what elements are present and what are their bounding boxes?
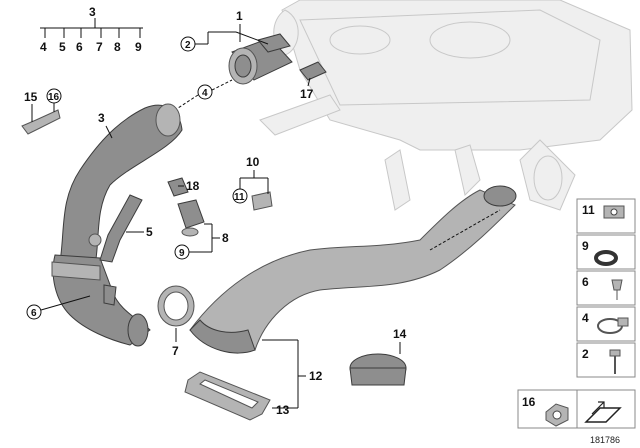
connector-part [299, 61, 327, 81]
bracket [251, 191, 273, 211]
callout-7-label: 7 [172, 344, 179, 358]
callout-17-label: 17 [300, 87, 314, 101]
callout-3: 3 [98, 111, 113, 139]
callout-18-label: 18 [186, 179, 200, 193]
group-item-4: 8 [114, 40, 121, 54]
reference-number: 181786 [590, 435, 620, 445]
callout-3-top: 3 [89, 5, 96, 19]
callout-10: 10 [246, 155, 260, 169]
group-item-0: 4 [40, 40, 47, 54]
callout-12: 12 [309, 369, 323, 383]
callout-14: 14 [393, 327, 407, 354]
callout-5-label: 5 [146, 225, 153, 239]
bracket-left [21, 109, 61, 135]
air-mass-meter [228, 33, 293, 85]
cover-part [349, 353, 407, 386]
callout-15: 15 [24, 90, 38, 104]
callout-7: 7 [172, 328, 179, 358]
seal-frame [184, 371, 271, 421]
callout-5: 5 [126, 225, 153, 239]
intake-duct [51, 103, 183, 347]
group-item-1: 5 [59, 40, 66, 54]
hose [99, 194, 143, 306]
callout-13: 13 [276, 403, 290, 417]
callout-17: 17 [300, 77, 314, 101]
callout-6-circle: 6 [31, 308, 37, 319]
callout-1-2: 1 2 [180, 9, 269, 52]
legend-item-2: 6 [582, 275, 589, 289]
group-item-5: 9 [135, 40, 142, 54]
legend-item-5: 16 [522, 395, 536, 409]
sensor-group [167, 177, 205, 237]
callout-9: 9 [179, 248, 185, 259]
callout-18: 18 [178, 179, 200, 193]
callout-1: 1 [236, 9, 243, 23]
seal-ring [157, 285, 195, 327]
group-item-2: 6 [76, 40, 83, 54]
legend-item-3: 4 [582, 311, 589, 325]
callout-6: 6 [26, 295, 91, 320]
callout-group-top-left: 3 4 5 6 7 8 9 [40, 5, 143, 54]
callout-4-circle: 4 [202, 88, 208, 99]
callout-3-label: 3 [98, 111, 105, 125]
callout-10-11: 10 11 [232, 155, 269, 204]
legend-item-0: 11 [582, 203, 595, 217]
legend-item-1: 9 [582, 239, 589, 253]
group-item-3: 7 [96, 40, 103, 54]
callout-8-9: 8 9 [174, 223, 229, 260]
legend-item-4: 2 [582, 347, 589, 361]
callout-15-16: 15 16 [24, 88, 62, 122]
callout-16: 16 [48, 92, 60, 103]
callout-8: 8 [222, 231, 229, 245]
callout-12-13: 12 13 [262, 339, 323, 417]
corrugated-duct [189, 185, 517, 354]
engine-ghost [259, 0, 633, 211]
callout-11: 11 [234, 192, 245, 203]
callout-2: 2 [185, 40, 191, 51]
parts-legend: 11 9 6 4 2 16 [517, 198, 636, 429]
callout-14-label: 14 [393, 327, 407, 341]
callout-4: 4 [177, 79, 233, 109]
